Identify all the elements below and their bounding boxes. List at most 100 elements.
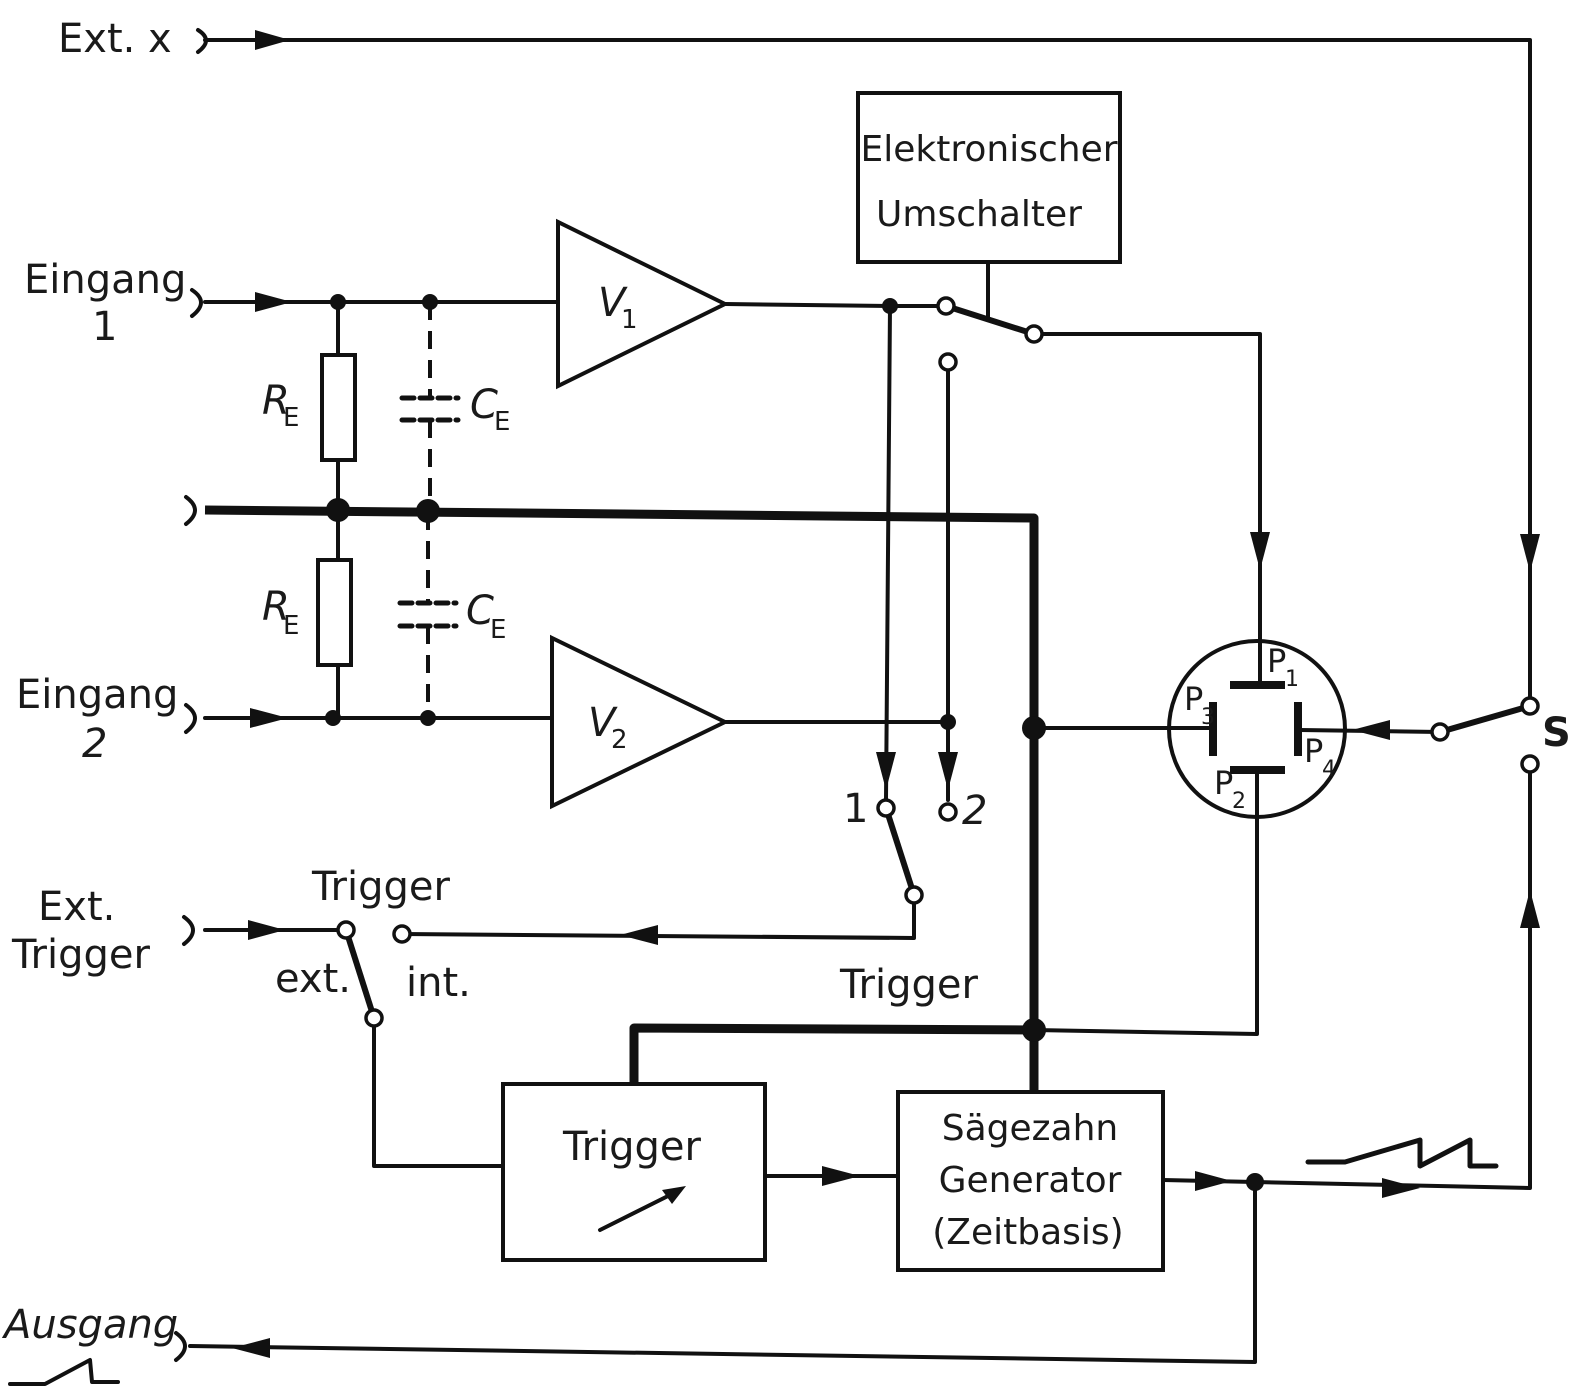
- ext-trigger-label-line2: Trigger: [11, 932, 151, 978]
- svg-text:4: 4: [1322, 757, 1336, 782]
- arrows: [232, 30, 1540, 1358]
- eingang2-label: Eingang: [16, 672, 178, 718]
- ce-bottom-label: C E: [466, 588, 506, 645]
- arrow-to-saw: [822, 1166, 860, 1186]
- trigger-switch-title: Trigger: [311, 864, 451, 910]
- s-switch-arm: [1439, 703, 1531, 735]
- internal-trigger-wire: [400, 893, 916, 940]
- saw-output-wire: [1161, 768, 1532, 1190]
- saw-title-line3: (Zeitbasis): [932, 1212, 1123, 1253]
- arrow-internal-trigger: [620, 925, 658, 945]
- ext-x-connector: [196, 28, 208, 54]
- channel-1-label: 1: [843, 786, 868, 832]
- s-switch-label: S: [1542, 710, 1571, 756]
- arrow-saw-out: [1195, 1171, 1232, 1191]
- arrow-eingang1: [255, 292, 292, 312]
- resistor-re-bottom: [316, 558, 353, 667]
- umschalter-switch-arm: [945, 303, 1035, 337]
- arrow-to-right: [1382, 1178, 1420, 1198]
- svg-text:1: 1: [621, 305, 638, 335]
- ext-int-switch-arm: [343, 929, 377, 1019]
- arrow-to-p1: [1250, 532, 1270, 570]
- connectors: [174, 28, 208, 1362]
- v2-label: V 2: [588, 700, 628, 755]
- channel-2-label: 2: [962, 788, 987, 834]
- trigger-ground-wire: [629, 1023, 1035, 1084]
- amplifier-v2: [550, 634, 730, 810]
- svg-text:P: P: [1304, 732, 1323, 770]
- arrow-ch1: [876, 752, 896, 790]
- svg-text:C: C: [470, 382, 498, 428]
- resistor-re-top: [320, 353, 357, 462]
- trigger-adjust-arrow: [598, 1188, 682, 1232]
- saw-title-line1: Sägezahn: [942, 1108, 1119, 1149]
- arrow-eingang2: [250, 708, 288, 728]
- svg-text:E: E: [283, 611, 299, 641]
- sawtooth-generator-block: [896, 1090, 1165, 1272]
- trigger-source-switch-arm: [883, 807, 917, 896]
- trigger-block-title: Trigger: [562, 1124, 702, 1170]
- svg-text:3: 3: [1201, 705, 1215, 730]
- re-bottom-label: R E: [262, 584, 299, 641]
- svg-text:2: 2: [1232, 789, 1246, 814]
- ext-x-wire: [203, 38, 1532, 702]
- ausgang-connector: [174, 1331, 187, 1362]
- svg-text:V: V: [598, 280, 628, 326]
- svg-text:P: P: [1184, 680, 1203, 718]
- eingang2-number: 2: [82, 721, 107, 767]
- v1-label: V 1: [598, 280, 638, 335]
- capacitor-ce-bottom: [397, 600, 459, 629]
- umschalter-title-line1: Elektronischer: [860, 129, 1117, 170]
- ground-connector: [184, 495, 197, 526]
- svg-text:2: 2: [611, 725, 628, 755]
- p4-label: P 4: [1304, 732, 1336, 782]
- switch-contacts: [336, 296, 1540, 1028]
- switch-int-label: int.: [406, 960, 471, 1006]
- ausgang-sawtooth-icon: [8, 1358, 120, 1386]
- trigger-adjust-arrowhead: [662, 1186, 686, 1204]
- to-p1-wire: [1032, 332, 1262, 687]
- junctions: [325, 294, 1264, 1191]
- arrow-ausgang: [232, 1338, 270, 1358]
- svg-text:E: E: [494, 407, 510, 437]
- svg-text:P: P: [1214, 764, 1233, 802]
- svg-text:P: P: [1267, 642, 1286, 680]
- eingang1-label: Eingang: [24, 257, 186, 303]
- p2-label: P 2: [1214, 764, 1246, 814]
- svg-text:E: E: [490, 615, 506, 645]
- p1-label: P 1: [1267, 642, 1299, 692]
- arrow-ext-trigger: [248, 920, 285, 940]
- svg-text:E: E: [283, 403, 299, 433]
- electronic-switch-block: [856, 91, 1122, 264]
- umschalter-title-line2: Umschalter: [876, 194, 1082, 235]
- sawtooth-waveform-icon: [1305, 1137, 1499, 1169]
- trigger-line-label: Trigger: [839, 962, 979, 1008]
- capacitor-ce-top: [399, 395, 461, 423]
- saw-title-line2: Generator: [939, 1160, 1122, 1201]
- arrow-up-right: [1520, 890, 1540, 928]
- arrow-to-p4: [1352, 720, 1390, 740]
- switch-to-trigger-wire: [372, 1016, 505, 1168]
- eingang1-connector: [190, 288, 203, 318]
- arrow-ext-x-down: [1520, 534, 1540, 572]
- ausgang-wire: [188, 1180, 1257, 1364]
- trigger-block: [501, 1082, 767, 1262]
- ausgang-label: Ausgang: [1, 1302, 178, 1348]
- arrow-ext-x: [255, 30, 290, 50]
- switch-ext-label: ext.: [275, 956, 351, 1002]
- ext-x-label: Ext. x: [58, 16, 172, 62]
- ext-trigger-label-line1: Ext.: [38, 884, 115, 930]
- p2-wire: [1032, 768, 1259, 1036]
- ground-bus: [204, 505, 1039, 1090]
- v1-trigger-tap-wire: [884, 304, 892, 802]
- p3-label: P 3: [1184, 680, 1215, 730]
- svg-text:1: 1: [1285, 667, 1299, 692]
- amplifier-v1: [556, 218, 730, 390]
- svg-text:R: R: [262, 378, 290, 424]
- ext-trigger-connector: [182, 915, 195, 946]
- eingang2-connector: [184, 703, 197, 734]
- eingang1-number: 1: [92, 304, 117, 350]
- svg-text:V: V: [588, 700, 618, 746]
- svg-text:C: C: [466, 588, 494, 634]
